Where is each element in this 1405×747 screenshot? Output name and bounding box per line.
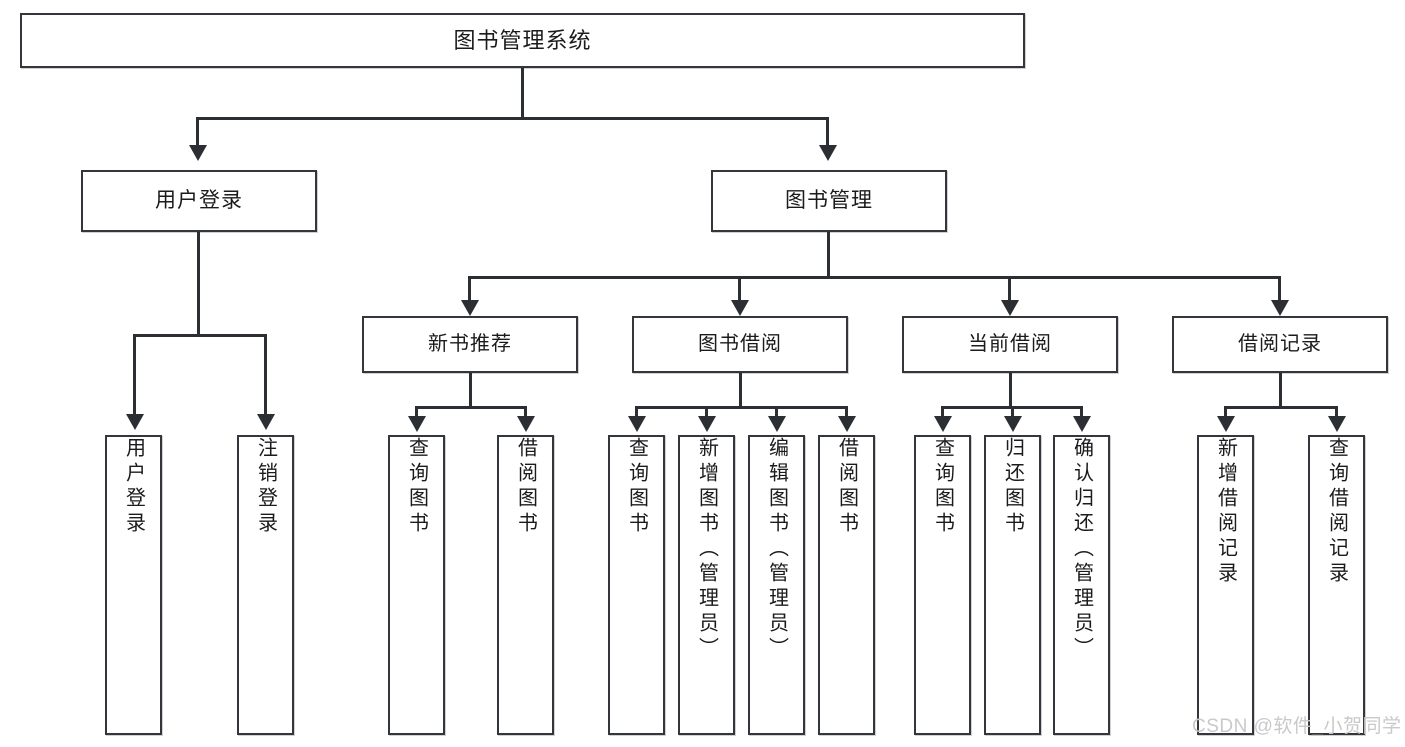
node-book-borrow[interactable]: 图书借阅 (632, 316, 848, 373)
node-leaf-add-borrow-record[interactable]: 新增借阅记录 (1197, 435, 1254, 735)
node-label: 注销登录 (254, 437, 277, 537)
arrow-user-login-to-leaf-2 (257, 414, 275, 430)
node-user-login[interactable]: 用户登录 (81, 170, 317, 232)
edge-book-mgmt-to-current-borrow (1008, 276, 1011, 302)
edge-book-mgmt-to-borrow-record (1278, 276, 1281, 302)
arrow-root-to-book-mgmt (819, 145, 837, 161)
node-label: 查询借阅记录 (1325, 437, 1348, 587)
arrow-root-to-user-login (189, 145, 207, 161)
edge-borrow-record-to-leaf-1 (1224, 406, 1227, 418)
arrow-current-borrow-to-leaf-2 (1004, 416, 1022, 432)
edge-book-mgmt-to-book-borrow (738, 276, 741, 302)
node-leaf-confirm-return-admin[interactable]: 确认归还（管理员） (1053, 435, 1110, 735)
node-label: 新增图书（管理员） (695, 437, 718, 662)
watermark-text: CSDN @软件_小贺同学 (1192, 716, 1402, 737)
edge-book-borrow-to-leaf-3 (775, 406, 778, 418)
arrow-book-mgmt-to-book-borrow (731, 300, 749, 316)
node-label: 借阅记录 (1238, 333, 1322, 355)
node-leaf-borrow-book[interactable]: 借阅图书 (818, 435, 875, 735)
node-label: 用户登录 (155, 188, 243, 212)
edge-new-book-to-leaf-1 (415, 406, 418, 418)
edge-current-borrow-to-leaf-1 (941, 406, 944, 418)
edge-root-to-user-login (196, 117, 199, 147)
node-label: 编辑图书（管理员） (765, 437, 788, 662)
edge-user-login-to-leaf-1 (133, 334, 136, 416)
edge-book-mgmt-stem (827, 232, 830, 278)
edge-current-borrow-stem (1009, 373, 1012, 408)
arrow-book-borrow-to-leaf-1 (628, 416, 646, 432)
node-label: 确认归还（管理员） (1070, 437, 1093, 662)
arrow-current-borrow-to-leaf-1 (934, 416, 952, 432)
arrow-current-borrow-to-leaf-3 (1073, 416, 1091, 432)
edge-borrow-record-bar (1224, 406, 1338, 409)
edge-book-mgmt-to-new-book (468, 276, 471, 302)
node-label: 查询图书 (625, 437, 648, 537)
edge-new-book-stem (469, 373, 472, 408)
node-leaf-add-book-admin[interactable]: 新增图书（管理员） (678, 435, 735, 735)
node-label: 当前借阅 (968, 333, 1052, 355)
arrow-book-mgmt-to-current-borrow (1001, 300, 1019, 316)
arrow-book-mgmt-to-new-book (461, 300, 479, 316)
edge-root-to-book-mgmt (826, 117, 829, 147)
node-leaf-user-login[interactable]: 用户登录 (105, 435, 162, 735)
edge-user-login-bar (133, 334, 266, 337)
node-leaf-query-book-recommend[interactable]: 查询图书 (388, 435, 445, 735)
edge-book-borrow-to-leaf-4 (845, 406, 848, 418)
node-label: 图书管理系统 (453, 27, 592, 53)
arrow-book-borrow-to-leaf-2 (698, 416, 716, 432)
edge-root-stem (521, 68, 524, 119)
edge-book-borrow-stem (739, 373, 742, 408)
node-book-management[interactable]: 图书管理 (711, 170, 947, 232)
node-label: 借阅图书 (835, 437, 858, 537)
edge-root-bar (196, 117, 828, 120)
node-label: 新书推荐 (428, 333, 512, 355)
node-leaf-query-borrow-record[interactable]: 查询借阅记录 (1308, 435, 1365, 735)
edge-new-book-bar (415, 406, 527, 409)
node-label: 查询图书 (405, 437, 428, 537)
arrow-book-borrow-to-leaf-4 (838, 416, 856, 432)
edge-current-borrow-to-leaf-3 (1080, 406, 1083, 418)
node-label: 用户登录 (122, 437, 145, 537)
node-leaf-logout[interactable]: 注销登录 (237, 435, 294, 735)
edge-book-borrow-bar (635, 406, 847, 409)
node-label: 新增借阅记录 (1214, 437, 1237, 587)
node-label: 借阅图书 (514, 437, 537, 537)
edge-book-mgmt-bar (468, 276, 1280, 279)
node-leaf-borrow-book-recommend[interactable]: 借阅图书 (497, 435, 554, 735)
arrow-user-login-to-leaf-1 (126, 414, 144, 430)
node-new-book-recommend[interactable]: 新书推荐 (362, 316, 578, 373)
edge-user-login-stem (197, 232, 200, 336)
arrow-book-mgmt-to-borrow-record (1271, 300, 1289, 316)
node-label: 图书管理 (785, 188, 873, 212)
edge-book-borrow-to-leaf-2 (705, 406, 708, 418)
edge-new-book-to-leaf-2 (524, 406, 527, 418)
edge-user-login-to-leaf-2 (264, 334, 267, 416)
edge-borrow-record-stem (1279, 373, 1282, 408)
arrow-new-book-to-leaf-2 (517, 416, 535, 432)
node-leaf-return-book[interactable]: 归还图书 (984, 435, 1041, 735)
edge-current-borrow-to-leaf-2 (1011, 406, 1014, 418)
node-label: 查询图书 (931, 437, 954, 537)
edge-book-borrow-to-leaf-1 (635, 406, 638, 418)
arrow-borrow-record-to-leaf-2 (1328, 416, 1346, 432)
edge-borrow-record-to-leaf-2 (1335, 406, 1338, 418)
arrow-new-book-to-leaf-1 (408, 416, 426, 432)
arrow-borrow-record-to-leaf-1 (1217, 416, 1235, 432)
node-label: 图书借阅 (698, 333, 782, 355)
node-leaf-edit-book-admin[interactable]: 编辑图书（管理员） (748, 435, 805, 735)
node-label: 归还图书 (1001, 437, 1024, 537)
node-leaf-query-book-current[interactable]: 查询图书 (914, 435, 971, 735)
node-borrow-record[interactable]: 借阅记录 (1172, 316, 1388, 373)
node-leaf-query-book-borrow[interactable]: 查询图书 (608, 435, 665, 735)
node-current-borrow[interactable]: 当前借阅 (902, 316, 1118, 373)
node-root-system[interactable]: 图书管理系统 (20, 13, 1025, 68)
arrow-book-borrow-to-leaf-3 (768, 416, 786, 432)
